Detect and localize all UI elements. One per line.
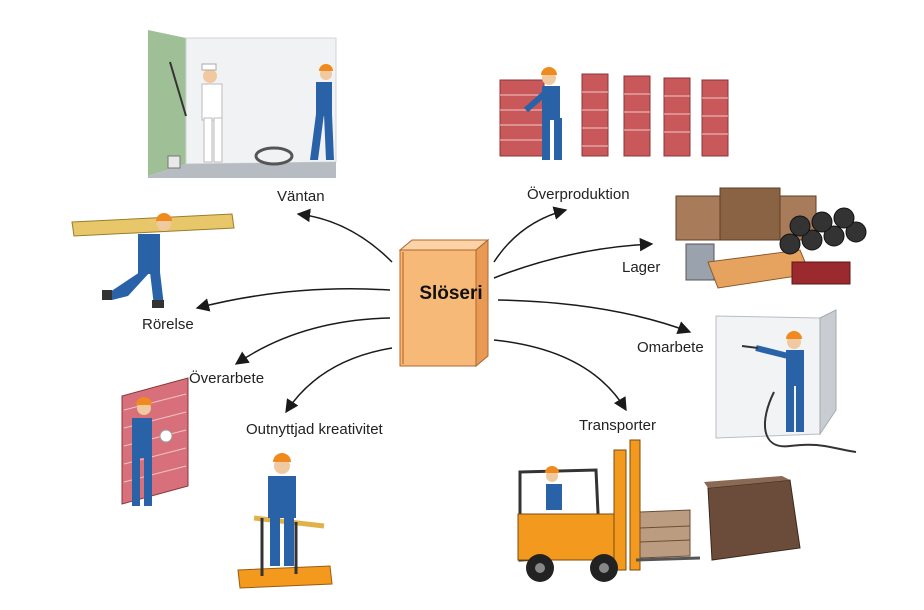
bricklayer-with-brick-walls-illustration: [499, 67, 729, 160]
arrow-omarbete: [497, 299, 692, 335]
label-outnyttjad-kreativitet: Outnyttjad kreativitet: [246, 421, 383, 438]
label-transporter: Transporter: [579, 417, 656, 434]
arrow-overarbete: [234, 317, 391, 365]
forklift-with-crates-illustration: [517, 439, 801, 582]
label-overarbete: Överarbete: [189, 370, 265, 387]
center-label: Slöseri: [419, 283, 483, 304]
label-omarbete: Omarbete: [637, 339, 704, 356]
label-lager: Lager: [622, 259, 661, 276]
arrow-transporter: [493, 339, 627, 412]
worker-with-handcart-illustration: [237, 453, 333, 589]
arrow-vantan: [296, 208, 393, 263]
arrow-overproduktion: [493, 206, 568, 263]
stacked-materials-illustration: [675, 187, 867, 289]
label-vantan: Väntan: [277, 188, 325, 205]
label-rorelse: Rörelse: [142, 316, 194, 333]
label-overproduktion: Överproduktion: [527, 186, 630, 203]
worker-spraying-wall-illustration: [715, 309, 857, 453]
arrow-rorelse: [195, 288, 391, 312]
worker-carrying-plank-illustration: [71, 213, 235, 308]
painter-waiting-worker-illustration: [148, 30, 337, 178]
center-book-icon: [398, 238, 490, 368]
worker-polishing-brick-wall-illustration: [121, 377, 189, 506]
arrow-outnyttjad: [285, 347, 393, 414]
arrow-lager: [493, 237, 654, 279]
arrows: [195, 206, 692, 414]
